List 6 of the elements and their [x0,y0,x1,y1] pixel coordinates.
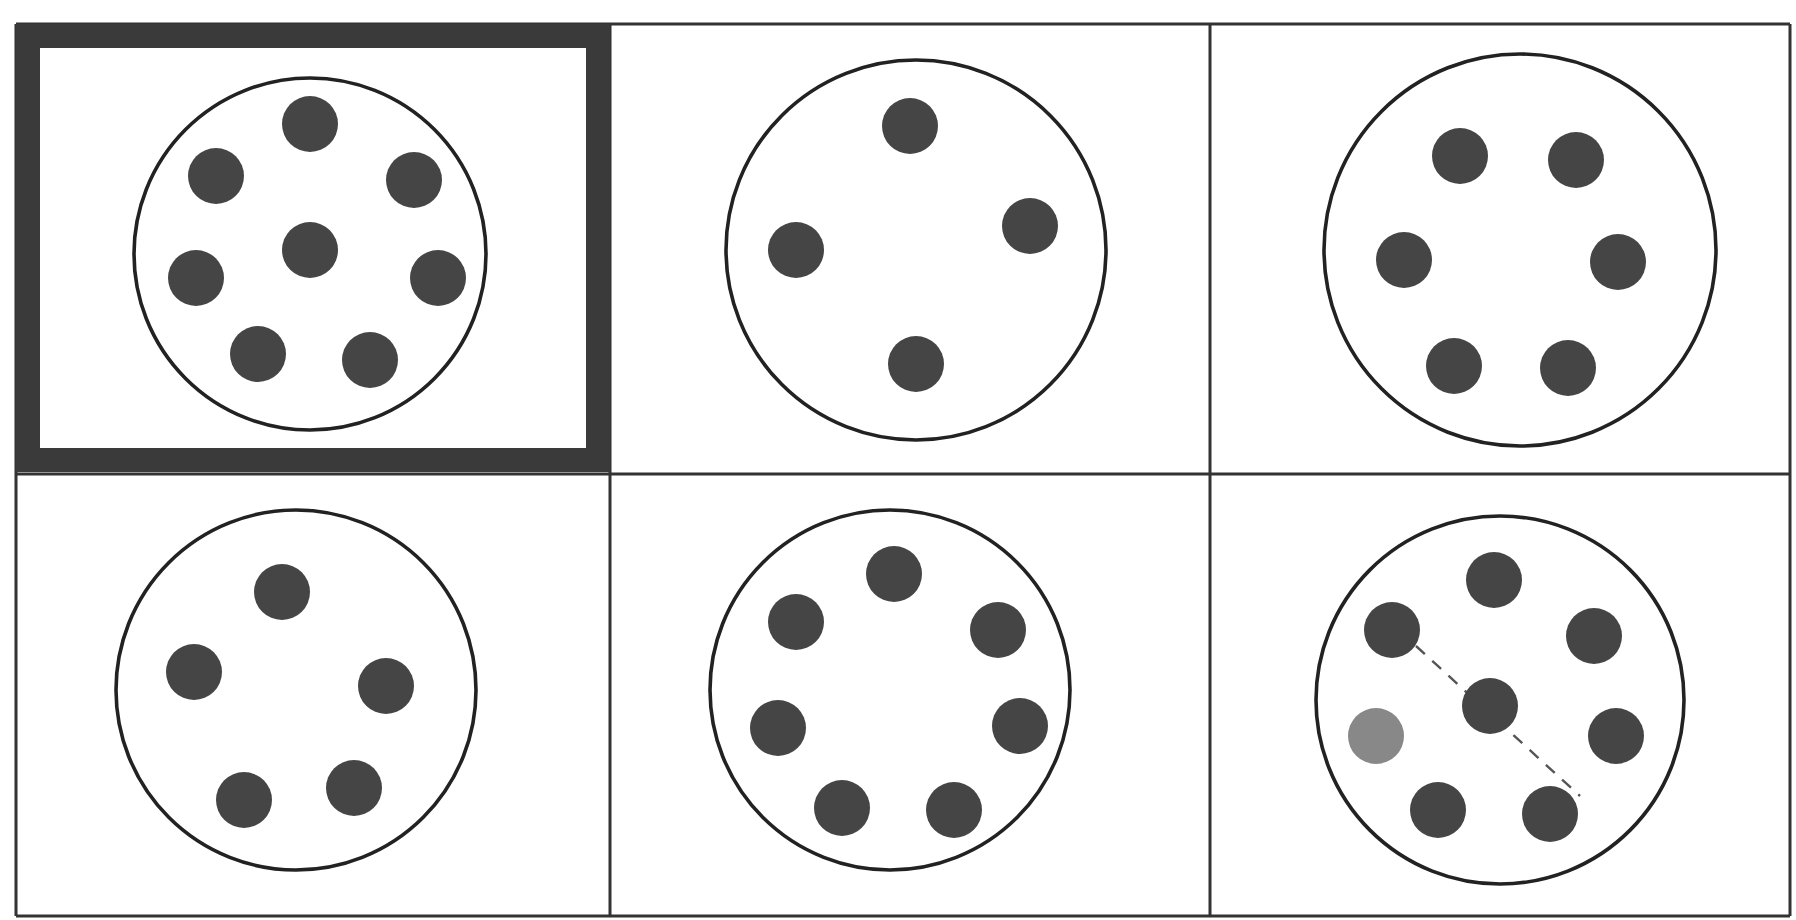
dot-circle-drawing [722,56,1110,444]
dot-circle-drawing [112,506,480,874]
dot-circle-drawing [1312,512,1688,888]
dot-circle-drawing [706,506,1074,874]
dot-circle-drawing [1320,50,1720,450]
dot-circle-drawing [130,74,490,434]
